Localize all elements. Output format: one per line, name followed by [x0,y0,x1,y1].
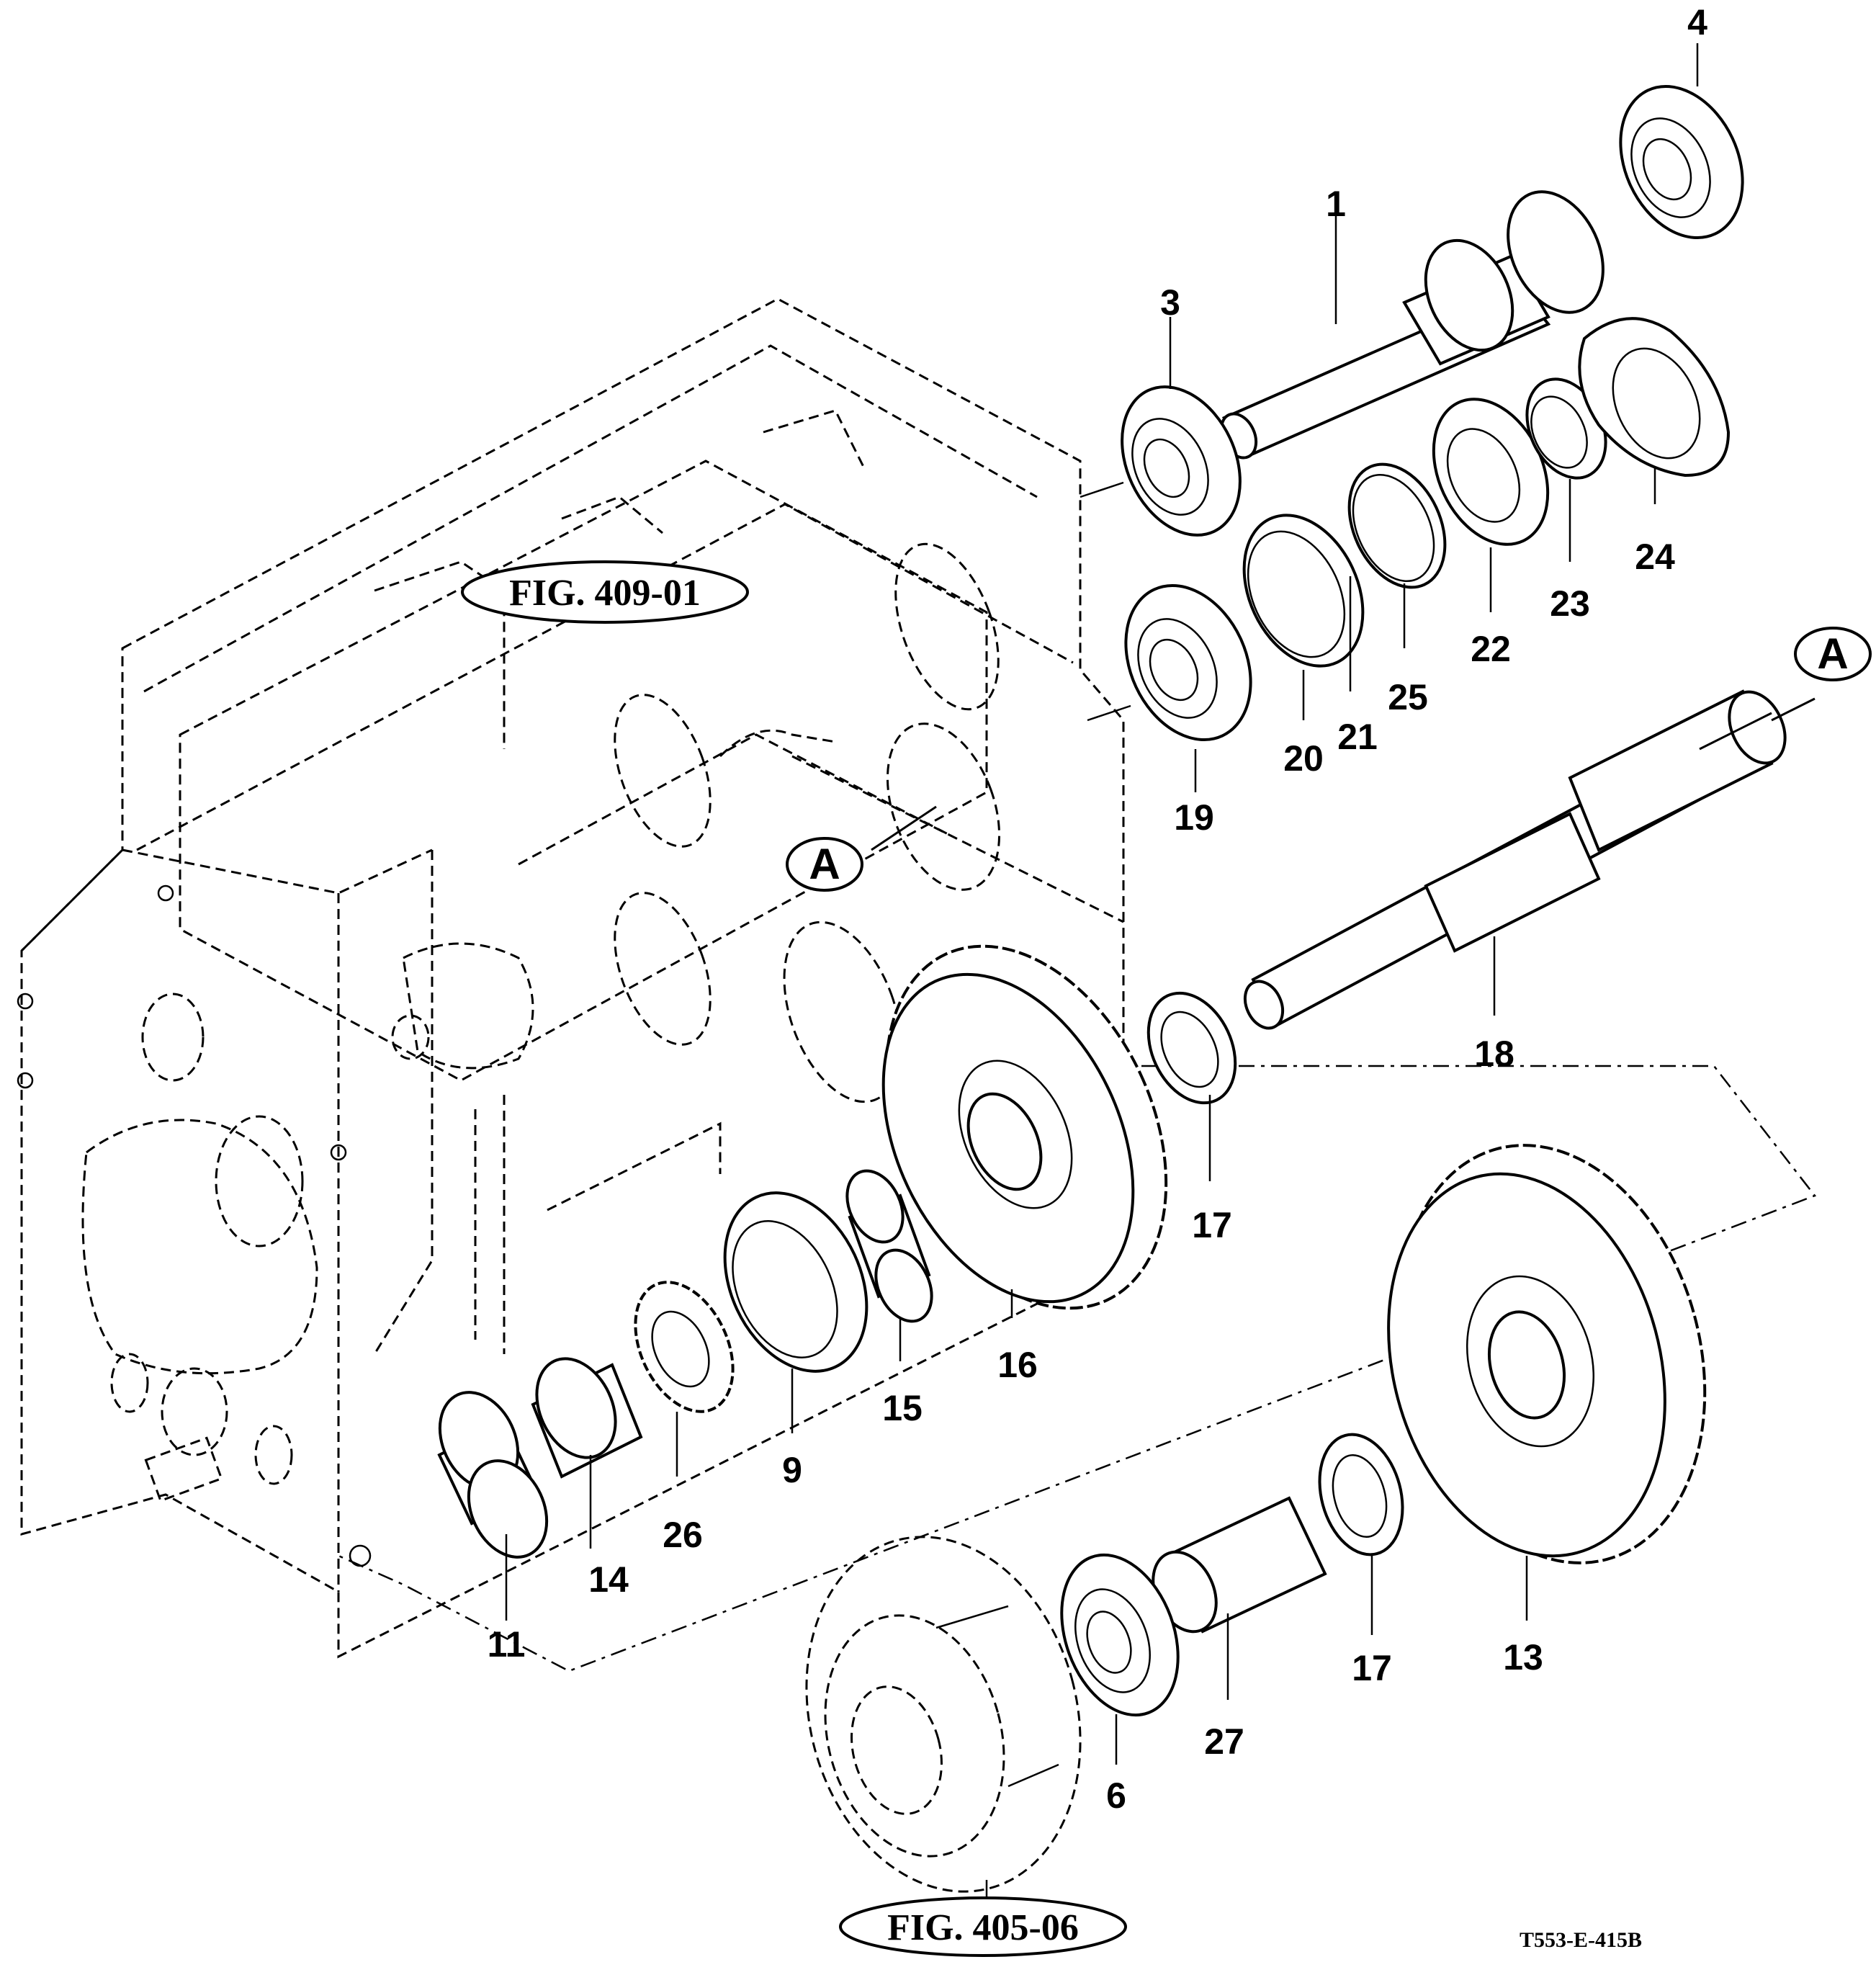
label-part-18: 18 [1474,1034,1514,1074]
fig-ref-clutch[interactable]: FIG. 405-06 [839,1896,1127,1957]
label-part-19: 19 [1174,797,1214,838]
arrow-shaft-a [1699,712,1772,751]
bearing-3 [1121,385,1242,537]
ring-20 [1242,514,1365,668]
fig-ref-housing-label: FIG. 409-01 [509,573,701,614]
washer-17-lower [1318,1433,1404,1556]
label-part-24: 24 [1635,537,1675,577]
label-part-16: 16 [997,1345,1038,1385]
transmission-housing-outline [17,297,1125,1659]
bushing-14 [531,1357,643,1479]
label-part-26: 26 [663,1515,703,1555]
gear-26 [634,1281,735,1413]
arrow-shaft-a-tip [1771,697,1816,722]
leader-lines [505,43,1699,1909]
label-part-9: 9 [782,1450,802,1490]
leader-housing-left [1080,481,1131,722]
gear-13 [1387,1144,1707,1564]
bearing-4 [1619,84,1744,240]
label-part-4: 4 [1687,2,1707,42]
label-part-11: 11 [488,1624,526,1665]
label-part-3: 3 [1160,282,1180,323]
label-part-13: 13 [1503,1637,1543,1677]
snap-ring-21 [1347,462,1447,589]
label-part-25: 25 [1388,677,1428,717]
bearing-19 [1124,584,1252,741]
label-part-20: 20 [1283,738,1324,779]
gear-16 [881,944,1168,1310]
label-part-1: 1 [1326,184,1346,224]
output-shaft-18 [1243,689,1787,1030]
label-part-22: 22 [1471,629,1511,669]
part-number-labels: 1 3 4 6 9 11 13 14 15 16 17 17 18 19 20 … [488,2,1708,1816]
label-part-27: 27 [1204,1721,1244,1762]
marker-a-housing: A [786,837,863,892]
washer-17-upper [1146,991,1237,1105]
bearing-6 [1060,1553,1180,1717]
drawing-code: T553-E-415B [1520,1928,1642,1952]
marker-a-shaft-label: A [1817,630,1848,678]
marker-a-housing-label: A [809,840,840,888]
arrow-housing-a [871,805,937,851]
label-part-17-lower: 17 [1352,1648,1392,1688]
fig-ref-housing[interactable]: FIG. 409-01 [461,560,749,624]
label-part-6: 6 [1106,1775,1126,1816]
label-part-15: 15 [882,1388,923,1428]
needle-bearing-11 [437,1391,549,1559]
fig-ref-clutch-label: FIG. 405-06 [887,1907,1079,1948]
needle-bearing-15 [845,1169,933,1323]
sleeve-9 [723,1191,869,1373]
label-part-23: 23 [1550,583,1590,624]
label-part-21: 21 [1337,717,1378,757]
label-part-14: 14 [588,1559,629,1600]
assembly-centerline [338,1065,1817,1672]
plate-24 [1578,317,1731,478]
marker-a-shaft: A [1794,627,1872,681]
input-shaft-1 [1219,190,1605,460]
clutch-assembly-phantom [805,1536,1082,1893]
label-part-17-upper: 17 [1192,1205,1232,1245]
